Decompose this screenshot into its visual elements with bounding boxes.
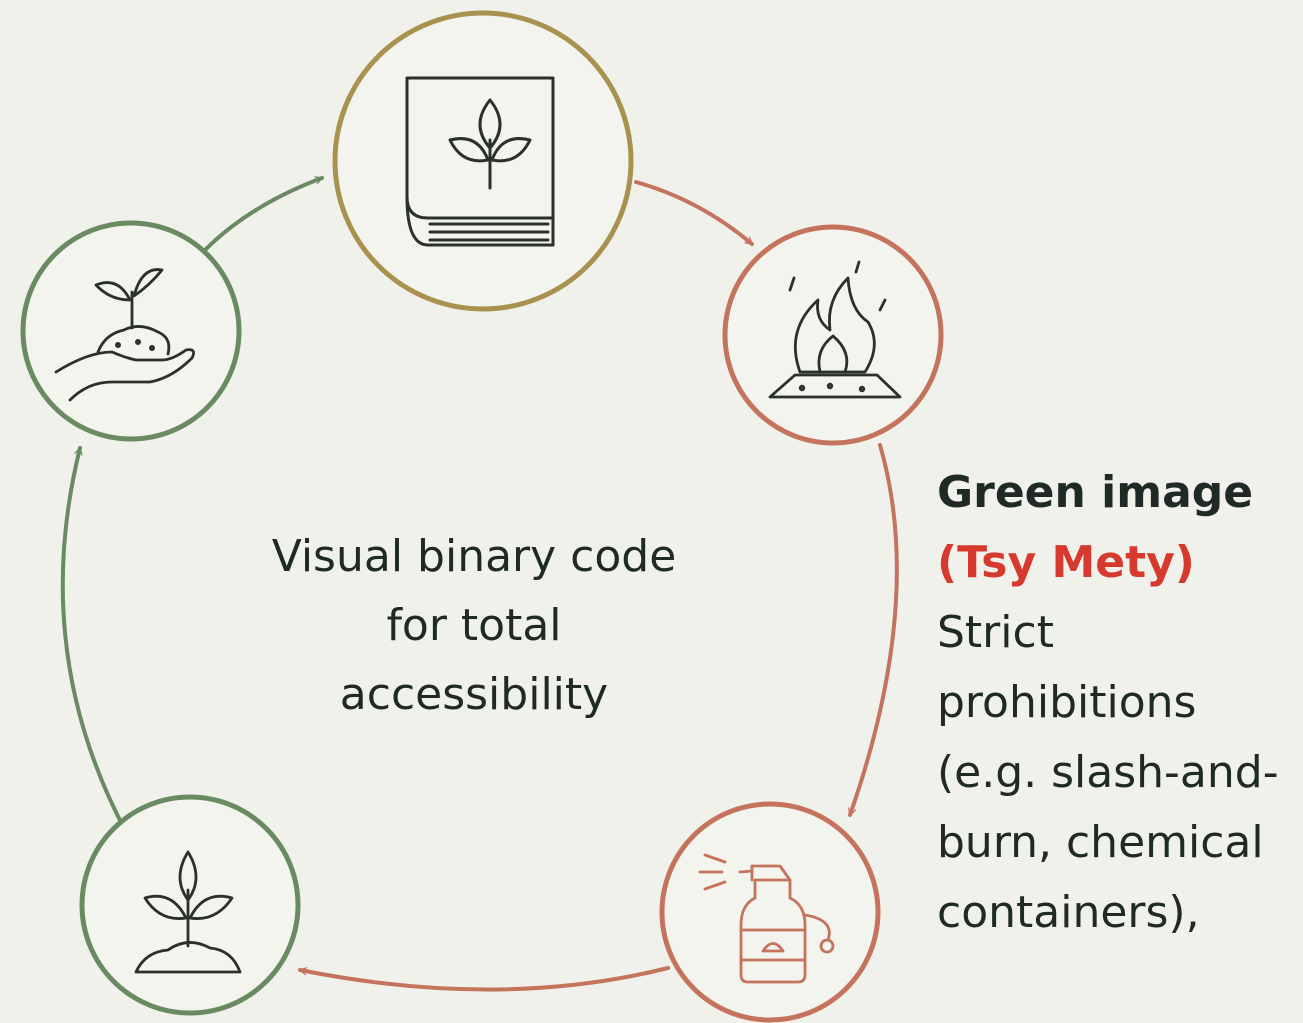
fire-node xyxy=(722,224,944,446)
side-subtitle: (Tsy Mety) xyxy=(937,537,1195,588)
side-line-4: burn, chemical xyxy=(937,817,1264,868)
hand-seedling-icon xyxy=(54,268,195,402)
center-caption: Visual binary code for total accessibili… xyxy=(200,522,748,729)
center-line-3: accessibility xyxy=(339,669,609,720)
sprout-node xyxy=(79,794,301,1016)
book-plant-icon xyxy=(405,76,555,247)
book-plant-node xyxy=(332,10,634,312)
arrow-fire-to-spray xyxy=(848,443,899,817)
fire-icon xyxy=(768,260,902,399)
side-description: Green image (Tsy Mety) Strict prohibitio… xyxy=(937,458,1299,948)
side-line-5: containers), xyxy=(937,887,1200,938)
side-line-3: (e.g. slash-and- xyxy=(937,747,1279,798)
side-title: Green image xyxy=(937,467,1254,518)
arrow-spray-to-sprout xyxy=(300,966,670,992)
center-line-2: for total xyxy=(386,600,562,651)
spray-bottle-node xyxy=(659,801,881,1023)
arrow-hand-to-book xyxy=(203,176,324,252)
hand-seedling-node xyxy=(20,220,242,442)
spray-bottle-icon xyxy=(698,853,835,984)
side-line-2: prohibitions xyxy=(937,677,1197,728)
sprout-icon xyxy=(134,850,242,974)
arrow-book-to-fire xyxy=(634,180,754,246)
arrow-sprout-to-hand xyxy=(60,448,127,832)
center-line-1: Visual binary code xyxy=(271,531,677,582)
side-line-1: Strict xyxy=(937,607,1054,658)
